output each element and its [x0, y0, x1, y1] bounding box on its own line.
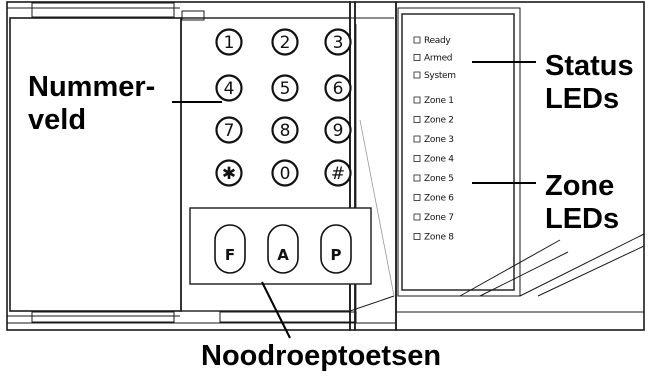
key-label: 2 [280, 33, 291, 53]
key-label: ✱ [222, 164, 236, 184]
keypad-callout: Nummer- veld [28, 71, 155, 137]
zone-led: Zone 8 [413, 233, 455, 243]
key-ring [324, 159, 352, 187]
led-indicator-icon [413, 213, 421, 221]
led-indicator-icon [413, 155, 421, 162]
led-indicator-icon [413, 96, 421, 104]
led-panel [396, 7, 645, 313]
key-fire-button[interactable]: F [214, 224, 246, 274]
led-label: Zone 6 [424, 194, 454, 204]
key-ring [215, 74, 243, 102]
status-led: Ready [413, 36, 452, 46]
led-label: Zone 1 [424, 96, 454, 106]
zone-callout-line1: Zone [545, 170, 615, 202]
zone-led: Zone 3 [413, 135, 454, 145]
zone-led: Zone 7 [413, 213, 454, 223]
key-label: 0 [280, 164, 291, 184]
key-label: P [331, 246, 342, 264]
key-auxiliary-button[interactable]: A [267, 224, 299, 274]
led-indicator-icon [413, 174, 421, 182]
led-label: Zone 7 [424, 213, 454, 223]
key-star-button[interactable]: ✱ [215, 159, 243, 187]
zone-callout-line2: LEDs [545, 203, 620, 235]
key-panic-button[interactable]: P [320, 224, 352, 274]
key-label: 6 [333, 79, 344, 99]
led-indicator-icon [413, 71, 421, 79]
key-0-button[interactable]: 0 [271, 159, 299, 187]
key-body [267, 224, 299, 274]
key-3-button[interactable]: 3 [324, 28, 352, 56]
key-2-button[interactable]: 2 [271, 28, 299, 56]
key-1-button[interactable]: 1 [215, 28, 243, 56]
key-label: 9 [333, 121, 344, 141]
key-ring [324, 74, 352, 102]
led-indicator-icon [413, 36, 421, 44]
led-indicator-icon [413, 116, 421, 123]
led-label: Zone 3 [424, 135, 454, 145]
key-ring [215, 28, 243, 56]
status-callout-line2: LEDs [545, 83, 620, 115]
status-callout-line1: Status [545, 50, 634, 82]
emergency-leader-line [261, 281, 291, 339]
led-indicator-icon [413, 54, 421, 61]
keypad-callout-line2: veld [28, 104, 87, 136]
left-cover [9, 2, 205, 323]
keypad-callout-line1: Nummer- [28, 71, 156, 103]
key-label: A [277, 246, 289, 264]
key-8-button[interactable]: 8 [271, 116, 299, 144]
led-label: Ready [424, 36, 451, 46]
emergency-keys-callout: Noodroeptoetsen [201, 340, 442, 372]
key-hash-button[interactable]: # [324, 159, 352, 187]
key-body [214, 224, 246, 274]
key-ring [271, 28, 299, 56]
key-ring [215, 116, 243, 144]
key-label: 8 [280, 121, 291, 141]
zone-led: Zone 5 [413, 174, 454, 184]
status-led: Armed [413, 54, 453, 64]
key-5-button[interactable]: 5 [271, 74, 299, 102]
key-ring [324, 28, 352, 56]
led-label: System [424, 71, 456, 81]
key-ring [215, 159, 243, 187]
led-label: Zone 5 [424, 174, 454, 184]
led-indicator-icon [413, 233, 421, 240]
callout-leader-lines [172, 61, 536, 339]
status-leds-callout: Status LEDs [545, 50, 634, 116]
key-label: 4 [224, 79, 235, 99]
key-ring [324, 116, 352, 144]
zone-led: Zone 6 [413, 194, 455, 204]
led-label: Zone 8 [424, 233, 454, 243]
status-led: System [413, 71, 456, 81]
key-ring [271, 116, 299, 144]
key-9-button[interactable]: 9 [324, 116, 352, 144]
led-label: Zone 4 [424, 155, 454, 165]
digit-key-grid: 1 2 3 4 5 6 7 8 9 ✱ 0 # [215, 28, 352, 187]
zone-led: Zone 4 [413, 155, 455, 165]
led-indicator-icon [413, 135, 421, 143]
key-label: F [225, 246, 235, 264]
key-label: 5 [280, 79, 291, 99]
key-label: # [331, 164, 345, 184]
key-label: 3 [333, 33, 344, 53]
led-label: Zone 2 [424, 116, 454, 126]
zone-led: Zone 1 [413, 96, 454, 106]
key-ring [271, 159, 299, 187]
led-indicator-icon [413, 194, 421, 201]
key-6-button[interactable]: 6 [324, 74, 352, 102]
zone-leds-callout: Zone LEDs [545, 170, 619, 236]
zone-led: Zone 2 [413, 116, 454, 126]
key-ring [271, 74, 299, 102]
key-7-button[interactable]: 7 [215, 116, 243, 144]
led-label: Armed [424, 54, 452, 64]
key-label: 7 [224, 121, 235, 141]
key-body [320, 224, 352, 274]
key-4-button[interactable]: 4 [215, 74, 243, 102]
key-label: 1 [224, 33, 235, 53]
